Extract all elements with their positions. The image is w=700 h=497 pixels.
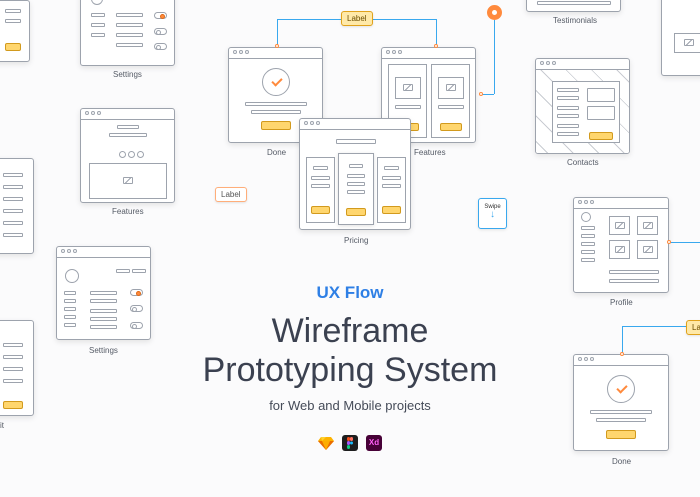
checkmark-icon <box>607 375 635 403</box>
title-line-2: Prototyping System <box>202 351 498 389</box>
label-tag-left: Label <box>215 187 247 202</box>
wireframe-partial-top-right <box>661 0 700 76</box>
title-line-1: Wireframe <box>271 312 429 350</box>
wireframe-partial-top-left <box>0 0 30 62</box>
image-placeholder-icon <box>395 77 421 99</box>
image-placeholder-icon <box>674 33 700 53</box>
subtitle: for Web and Mobile projects <box>269 398 431 413</box>
swipe-label: Swipe <box>484 204 501 210</box>
wireframe-pricing <box>299 118 411 230</box>
wireframe-settings-mid <box>56 246 151 340</box>
label-tag-top: Label <box>341 11 373 26</box>
connector-node <box>479 92 483 96</box>
connector-node <box>667 240 671 244</box>
caption-settings-mid: Settings <box>89 346 118 355</box>
image-placeholder-icon <box>438 77 464 99</box>
wireframe-partial-mid-left <box>0 158 34 254</box>
caption-settings-top: Settings <box>113 70 142 79</box>
caption-done-bottom: Done <box>612 457 632 466</box>
caption-features-top: Features <box>414 148 446 157</box>
wireframe-testimonials <box>526 0 621 12</box>
image-placeholder-icon <box>609 216 630 235</box>
caption-contacts: Contacts <box>567 158 599 167</box>
caption-profile: Profile <box>610 298 633 307</box>
caption-edit-partial: it <box>0 421 4 430</box>
hotspot-icon[interactable] <box>487 5 502 20</box>
connector-node <box>620 352 624 356</box>
caption-pricing: Pricing <box>344 236 369 245</box>
brand-name: UX Flow <box>316 283 384 302</box>
label-tag-right: La <box>686 320 700 335</box>
connector-features <box>436 19 437 47</box>
connector-orange-h <box>482 94 494 95</box>
arrow-down-icon: ↓ <box>490 209 495 220</box>
wireframe-settings-top <box>80 0 175 66</box>
wireframe-profile <box>573 197 669 293</box>
caption-features-left: Features <box>112 207 144 216</box>
connector-done-bottom <box>622 326 623 354</box>
connector-done-bottom-h <box>622 326 688 327</box>
connector-profile <box>670 242 700 243</box>
checkmark-icon <box>262 68 290 96</box>
image-placeholder-icon <box>637 216 658 235</box>
wireframe-features-top <box>381 47 476 143</box>
connector-node <box>434 44 438 48</box>
image-placeholder-icon <box>89 163 167 199</box>
xd-icon: Xd <box>366 435 382 451</box>
image-placeholder-icon <box>609 240 630 259</box>
figma-icon <box>342 435 358 451</box>
connector-node <box>275 44 279 48</box>
wireframe-partial-bottom-left <box>0 320 34 416</box>
wireframe-features-left <box>80 108 175 203</box>
image-placeholder-icon <box>637 240 658 259</box>
wireframe-contacts <box>535 58 630 154</box>
connector-orange <box>494 20 495 94</box>
caption-testimonials: Testimonials <box>553 16 598 25</box>
caption-done-top: Done <box>267 148 287 157</box>
sketch-icon <box>318 435 334 451</box>
wireframe-done-bottom <box>573 354 669 451</box>
swipe-gesture: Swipe ↓ <box>478 198 507 229</box>
connector-done <box>277 19 278 47</box>
